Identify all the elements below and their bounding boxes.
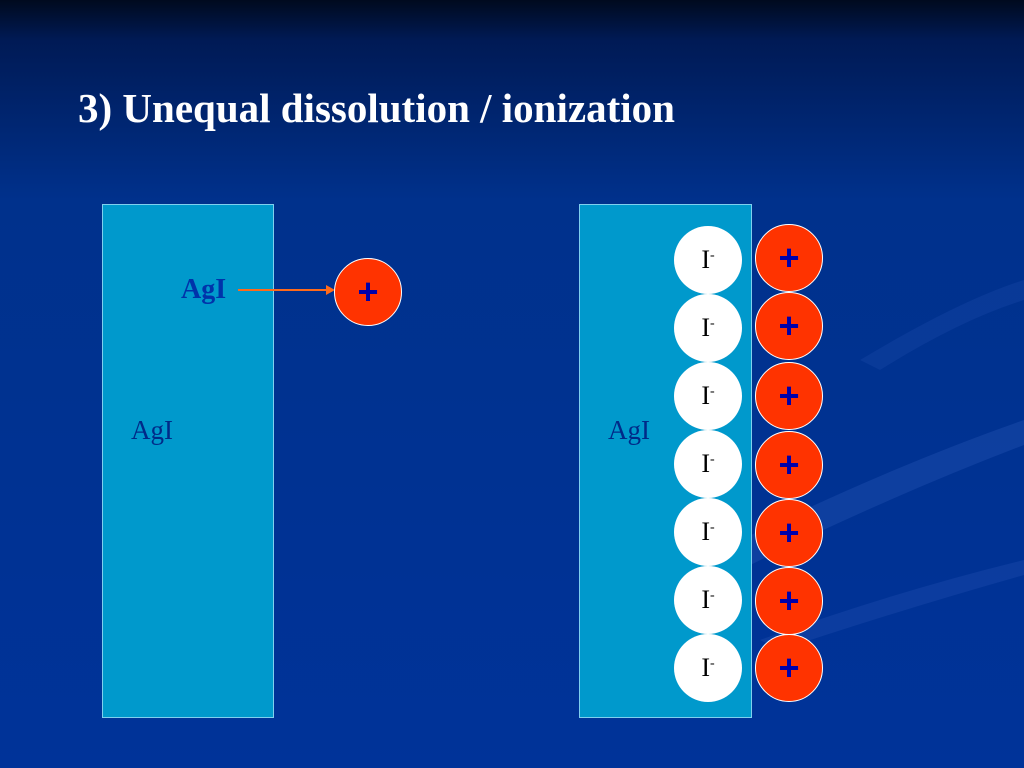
iodide-ion: I- — [674, 634, 742, 702]
counter-cation: + — [755, 634, 823, 702]
iodide-ion: I- — [674, 498, 742, 566]
counter-cation: + — [755, 499, 823, 567]
cation-symbol: + — [357, 271, 379, 312]
dissolution-arrow — [238, 285, 335, 295]
counter-cation: + — [755, 292, 823, 360]
iodide-ion: I- — [674, 566, 742, 634]
slide-title: 3) Unequal dissolution / ionization — [78, 85, 675, 131]
block-label-left: AgI — [131, 415, 173, 445]
block-label-right: AgI — [608, 415, 650, 445]
iodide-ion: I- — [674, 362, 742, 430]
counter-cation: + — [755, 224, 823, 292]
surface-agi-label: AgI — [181, 274, 227, 305]
iodide-ion: I- — [674, 226, 742, 294]
iodide-ion: I- — [674, 294, 742, 362]
counter-cation: + — [755, 362, 823, 430]
released-cation: + — [334, 258, 402, 326]
counter-cation: + — [755, 567, 823, 635]
counter-cation: + — [755, 431, 823, 499]
iodide-ion: I- — [674, 430, 742, 498]
